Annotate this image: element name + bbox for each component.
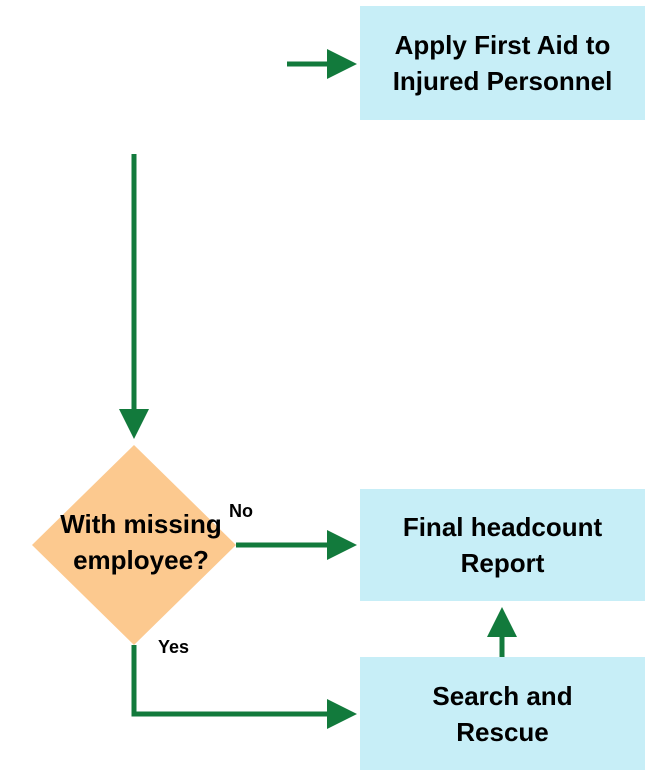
decision-label-line2: employee? [73,545,209,575]
final-report-label: Final headcount Report [402,512,603,578]
search-rescue-node: Search and Rescue [360,657,645,770]
decision-label: With missing employee? [26,506,256,578]
arrow-yes-to-search-rescue [131,645,357,729]
edge-label-yes: Yes [158,637,190,657]
decision-diamond [32,445,236,645]
edge-label-no: No [229,501,253,521]
search-rescue-label: Search and Rescue [432,680,573,747]
final-report-node: Final headcount Report [360,489,645,601]
first-aid-label: Apply First Aid to Injured Personnel [392,30,613,96]
first-aid-node: Apply First Aid to Injured Personnel [360,6,645,120]
decision-label-line1: With missing [60,509,222,539]
